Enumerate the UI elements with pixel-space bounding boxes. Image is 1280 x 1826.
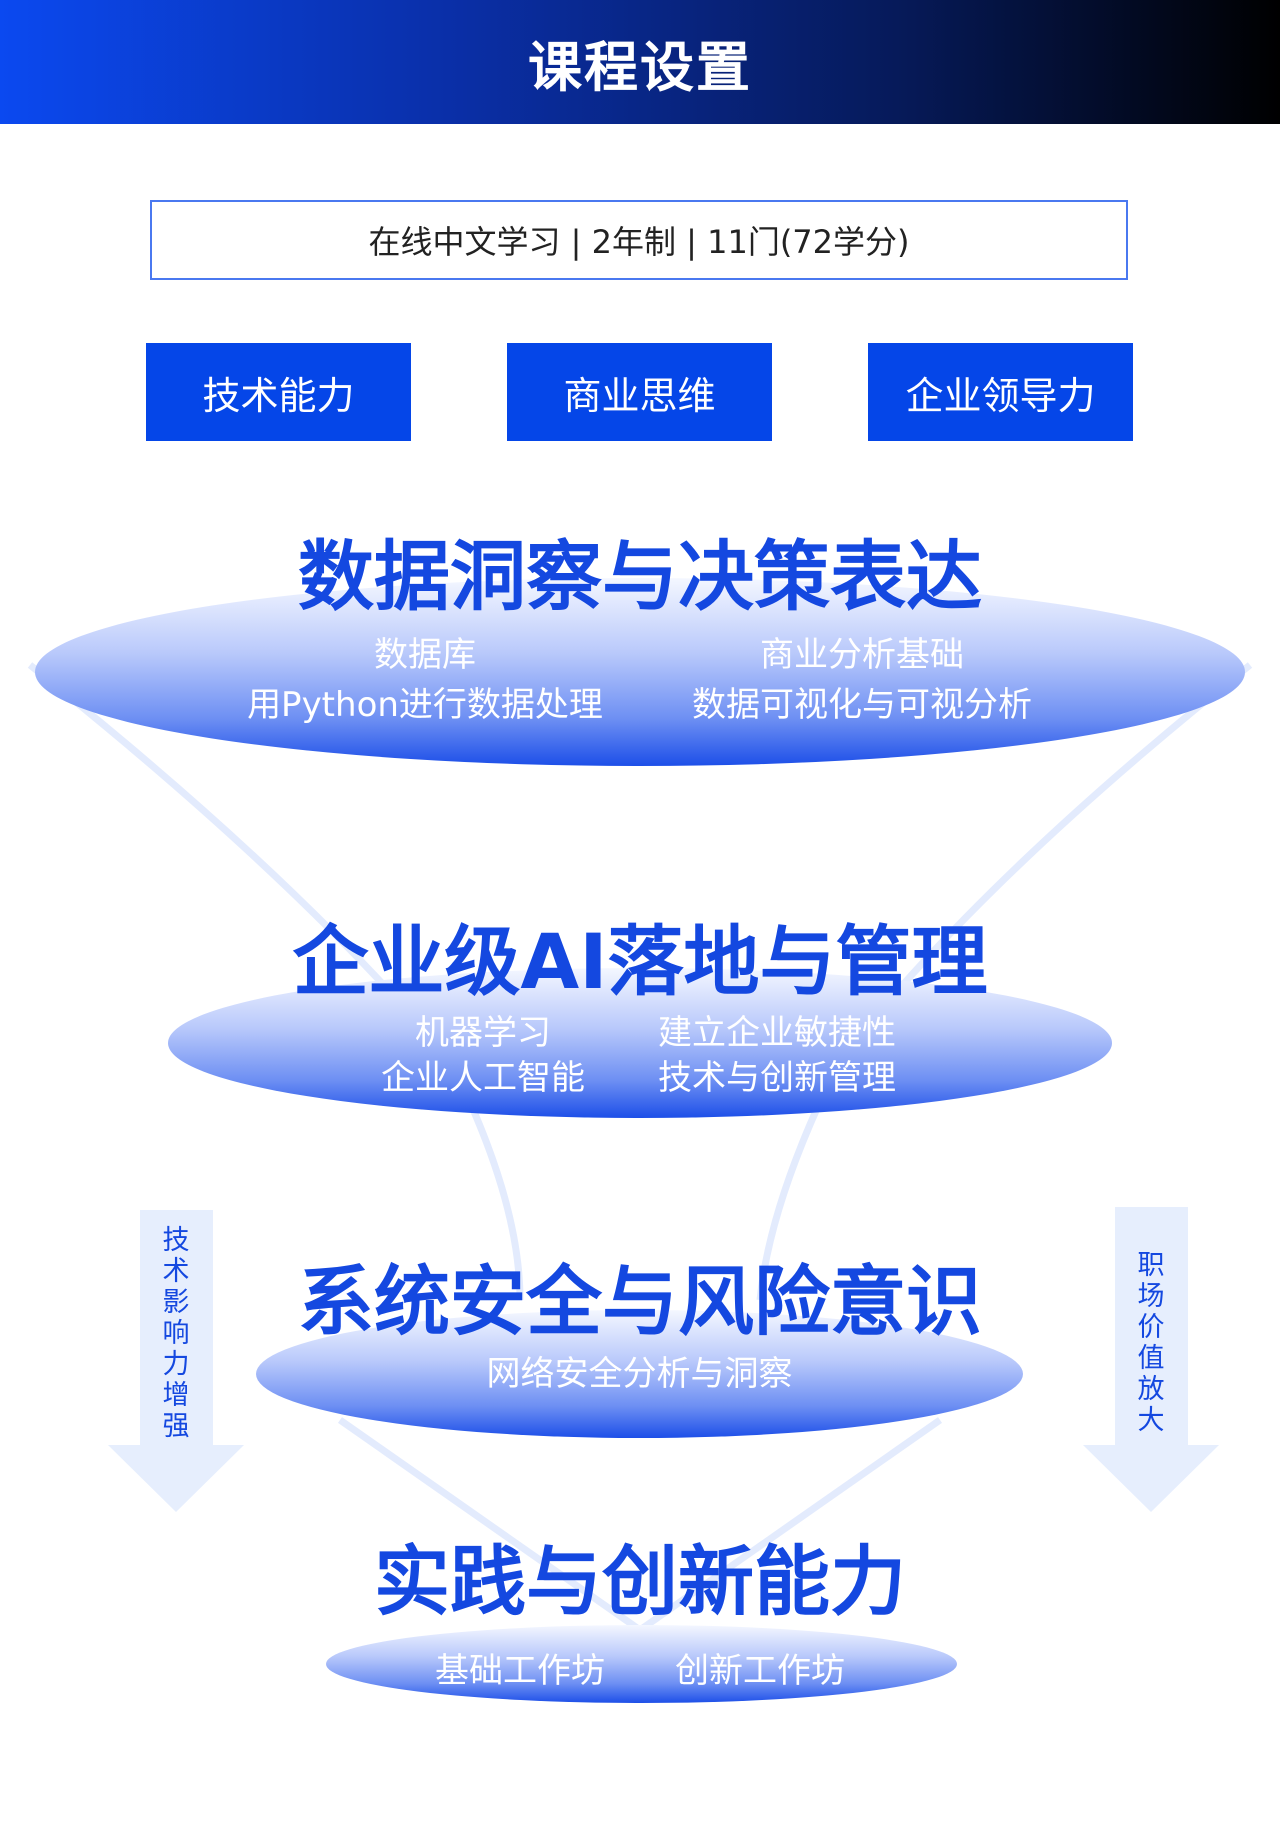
right-arrow-down-icon: [1083, 1445, 1219, 1512]
header-banner: 课程设置: [0, 0, 1280, 124]
program-info-box: 在线中文学习 | 2年制 | 11门(72学分): [150, 200, 1128, 280]
course-item: 商业分析基础: [760, 635, 964, 675]
course-item: 数据库: [374, 635, 476, 675]
level-2-ellipse: [168, 968, 1112, 1118]
funnel-line-left-inner: [337, 1417, 643, 1633]
right-arrow-shaft: [1115, 1207, 1188, 1445]
course-item: 建立企业敏捷性: [658, 1013, 896, 1053]
level-4-ellipse: [326, 1625, 957, 1703]
left-arrow-down-icon: [108, 1445, 244, 1512]
level-4-title: 实践与创新能力: [374, 1537, 906, 1626]
course-item: 机器学习: [415, 1013, 551, 1053]
left-arrow-label: 技术影响力增强: [162, 1225, 190, 1442]
pillar-business: 商业思维: [507, 343, 772, 441]
course-item: 企业人工智能: [381, 1058, 585, 1098]
pillar-tech: 技术能力: [146, 343, 411, 441]
level-1-ellipse: [35, 578, 1245, 766]
pillar-leadership: 企业领导力: [868, 343, 1133, 441]
course-item: 网络安全分析与洞察: [486, 1354, 793, 1394]
right-arrow-label: 职场价值放大: [1137, 1250, 1165, 1436]
funnel-line-right-inner: [637, 1417, 943, 1633]
page-title: 课程设置: [528, 35, 752, 99]
course-item: 技术与创新管理: [658, 1058, 896, 1098]
course-item: 用Python进行数据处理: [247, 685, 603, 725]
level-3-ellipse: [256, 1310, 1023, 1438]
left-arrow-shaft: [140, 1210, 213, 1445]
course-item: 基础工作坊: [435, 1651, 605, 1691]
course-item: 创新工作坊: [675, 1651, 845, 1691]
level-1-title: 数据洞察与决策表达: [298, 532, 982, 621]
level-2-title: 企业级AI落地与管理: [292, 917, 988, 1006]
level-3-title: 系统安全与风险意识: [298, 1257, 982, 1346]
course-item: 数据可视化与可视分析: [692, 685, 1032, 725]
